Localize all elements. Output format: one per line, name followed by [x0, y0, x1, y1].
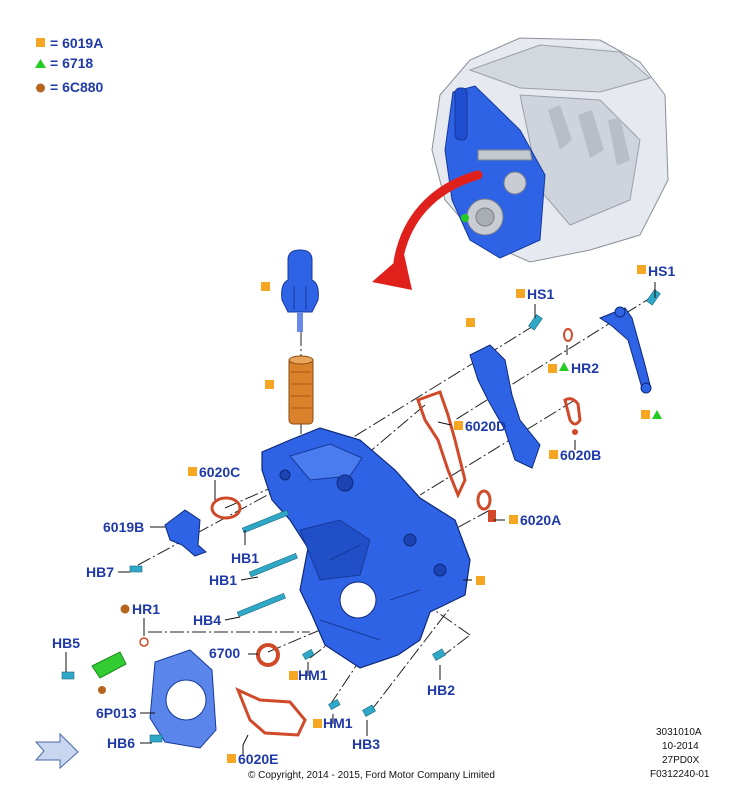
marker-square-icon — [265, 380, 274, 389]
seal-6700-illustration — [256, 643, 280, 667]
bolt-hb7 — [129, 565, 143, 573]
label-hb1-b: HB1 — [209, 572, 237, 588]
marker-square-icon — [637, 265, 646, 274]
marker-square-icon — [313, 719, 322, 728]
bracket-6019b-illustration — [164, 509, 207, 557]
gasket-6020d-illustration — [416, 390, 467, 499]
leader-lines — [65, 282, 656, 755]
seal-6020c-illustration — [210, 496, 242, 520]
bolt-hs1-left — [528, 314, 543, 331]
engine-assembly-illustration — [431, 37, 669, 263]
bolt-hb1-b — [248, 553, 298, 578]
marker-square-icon — [641, 410, 650, 419]
label-hm1-a: HM1 — [298, 667, 328, 683]
part-labels: HS1 HS1 HR2 6020D 6020B 6020C 6020A 6019… — [52, 263, 675, 767]
bolt-hb3 — [362, 704, 376, 717]
label-hs1-right: HS1 — [648, 263, 675, 279]
front-direction-arrow-icon — [34, 732, 79, 770]
copyright-text: © Copyright, 2014 - 2015, Ford Motor Com… — [248, 770, 495, 781]
bolt-hb2 — [432, 648, 446, 661]
label-6700: 6700 — [209, 645, 240, 661]
label-hb6: HB6 — [107, 735, 135, 751]
label-hb7: HB7 — [86, 564, 114, 580]
timing-bracket-illustration — [469, 344, 541, 469]
sensor-6p013-illustration — [149, 649, 217, 749]
label-hb3: HB3 — [352, 736, 380, 752]
legend-text-6019a: = 6019A — [50, 35, 103, 51]
green-sensor-illustration — [91, 637, 149, 694]
label-hm1-b: HM1 — [323, 715, 353, 731]
label-hs1-left: HS1 — [527, 286, 554, 302]
legend-text-6c880: = 6C880 — [50, 79, 104, 95]
label-6019b: 6019B — [103, 519, 144, 535]
legend-circle-icon — [36, 83, 45, 93]
seal-6020b-illustration — [563, 397, 582, 435]
legend: = 6019A = 6718 = 6C880 — [35, 35, 104, 95]
legend-square-icon — [36, 38, 45, 47]
label-6020c: 6020C — [199, 464, 240, 480]
marker-square-icon — [454, 421, 463, 430]
oil-filter-cap-illustration — [281, 249, 319, 332]
label-hr1: HR1 — [132, 601, 160, 617]
marker-square-icon — [261, 282, 270, 291]
bolts — [61, 289, 661, 743]
marker-triangle-icon — [652, 410, 662, 419]
label-hr2: HR2 — [571, 360, 599, 376]
doc-code-1: 3031010A — [656, 727, 702, 738]
marker-square-icon — [227, 754, 236, 763]
label-6020a: 6020A — [520, 512, 561, 528]
bolt-hb1-a — [241, 509, 290, 534]
footer: © Copyright, 2014 - 2015, Ford Motor Com… — [248, 727, 710, 781]
doc-code-3: 27PD0X — [662, 755, 700, 766]
red-direction-arrow-icon — [372, 170, 483, 290]
marker-square-icon — [549, 450, 558, 459]
label-6020d: 6020D — [465, 418, 506, 434]
marker-square-icon — [516, 289, 525, 298]
bolt-hm1-a — [302, 648, 315, 661]
marker-triangle-icon — [559, 362, 569, 371]
legend-triangle-icon — [35, 59, 46, 68]
label-6p013: 6P013 — [96, 705, 137, 721]
tube-assembly-illustration — [563, 306, 652, 394]
engine-front-cover-illustration — [261, 427, 471, 669]
gasket-6020e-illustration — [235, 687, 307, 737]
label-hb2: HB2 — [427, 682, 455, 698]
oil-filter-element-illustration — [288, 355, 314, 425]
marker-square-icon — [188, 467, 197, 476]
marker-square-icon — [509, 515, 518, 524]
label-hb4: HB4 — [193, 612, 221, 628]
bolt-hb4 — [236, 593, 286, 618]
bolt-hm1-b — [328, 698, 341, 711]
marker-circle-icon — [120, 604, 130, 614]
marker-square-icon — [289, 671, 298, 680]
marker-square-icon — [476, 576, 485, 585]
label-hb1-a: HB1 — [231, 550, 259, 566]
markers — [120, 265, 662, 763]
label-6020e: 6020E — [238, 751, 278, 767]
bolt-hb6 — [149, 734, 163, 743]
legend-text-6718: = 6718 — [50, 55, 93, 71]
bolt-hs1-right — [646, 289, 661, 306]
seal-6020a-illustration — [476, 489, 496, 522]
marker-square-icon — [466, 318, 475, 327]
marker-square-icon — [548, 364, 557, 373]
doc-code-4: F0312240-01 — [650, 769, 710, 780]
label-6020b: 6020B — [560, 447, 601, 463]
label-hb5: HB5 — [52, 635, 80, 651]
bolt-hb5 — [61, 671, 75, 680]
doc-code-2: 10-2014 — [662, 741, 699, 752]
